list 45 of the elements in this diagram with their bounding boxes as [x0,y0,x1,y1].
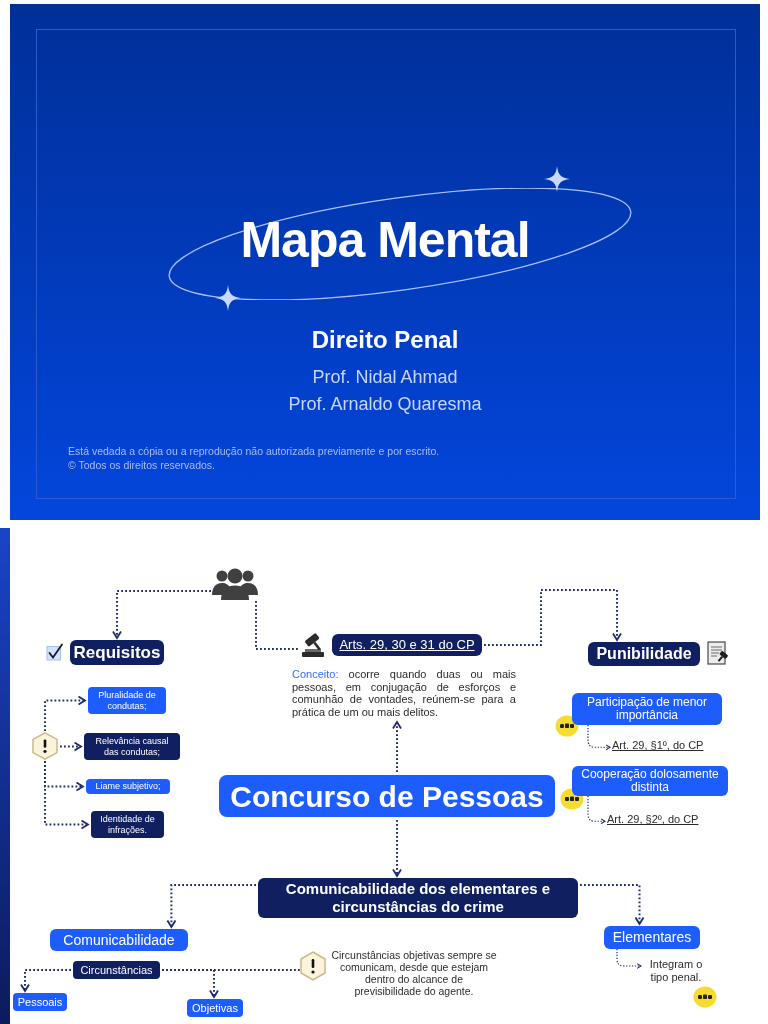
article-reference-text: Art. 29, §1º, do CP [612,737,704,754]
dotted-arrow [587,795,606,825]
concept-text: Conceito: ocorre quando duas ou mais pessoas, em conjugação de esforços e comunhão de vontades, reúnem-se para a prática de um ou mais delitos. [292,668,516,718]
requirement-tag: Relevância causal das condutas; [84,733,180,760]
author-name: Prof. Arnaldo Quaresma [288,393,482,415]
dotted-arrow [44,760,89,830]
subtopic-label: Circunstâncias [73,961,160,979]
dotted-arrow [587,724,611,751]
copyright-notice: Está vedada a cópia ou a reprodução não autorizada previamente e por escrito. [68,445,440,458]
requirement-tag: Pluralidade de condutas; [88,687,166,714]
topic-heading: Comunicabilidade dos elementares e circunstâncias do crime [258,878,578,918]
dotted-arrow [166,884,257,928]
people-icon [212,568,258,600]
author-name: Prof. Nidal Ahmad [312,366,458,388]
subtitle: Direito Penal [311,326,459,354]
note-text: Integram o tipo penal. [643,958,709,984]
central-topic: Concurso de Pessoas [219,775,555,817]
category-label: Objetivas [187,999,243,1017]
cover-title: Mapa Mental [240,212,530,268]
topic-label: Cooperação dolosamente distinta [572,766,728,796]
dotted-connector [255,600,300,650]
requirement-tag: Liame subjetivo; [86,779,170,794]
dotted-arrow [44,695,86,732]
article-reference: Arts. 29, 30 e 31 do CP [332,634,482,656]
requirement-tag: Identidade de infrações. [91,811,164,838]
note-text: Circunstâncias objetivas sempre se comunicam, desde que estejam dentro do alcance de previsibilidade do agente. [331,949,497,997]
dotted-arrow [112,590,212,639]
topic-label: Participação de menor importância [572,693,722,725]
dotted-arrow [616,948,642,969]
dotted-arrow [579,884,645,925]
category-label: Pessoais [13,993,67,1011]
copyright-notice: © Todos os direitos reservados. [68,459,216,472]
dotted-arrow [483,589,622,646]
dotted-arrow [59,741,82,752]
section-heading: Requisitos [70,640,164,665]
dotted-arrow [392,819,402,877]
subtopic-label: Elementares [604,926,700,949]
dotted-arrow [392,721,402,773]
article-reference-text: Art. 29, §2º, do CP [607,811,699,828]
dotted-arrow [20,969,72,992]
section-heading: Punibilidade [588,642,700,666]
subtopic-label: Comunicabilidade [50,929,188,951]
dotted-connector [161,969,301,971]
warning-icon [300,951,326,981]
warning-icon [32,732,58,760]
